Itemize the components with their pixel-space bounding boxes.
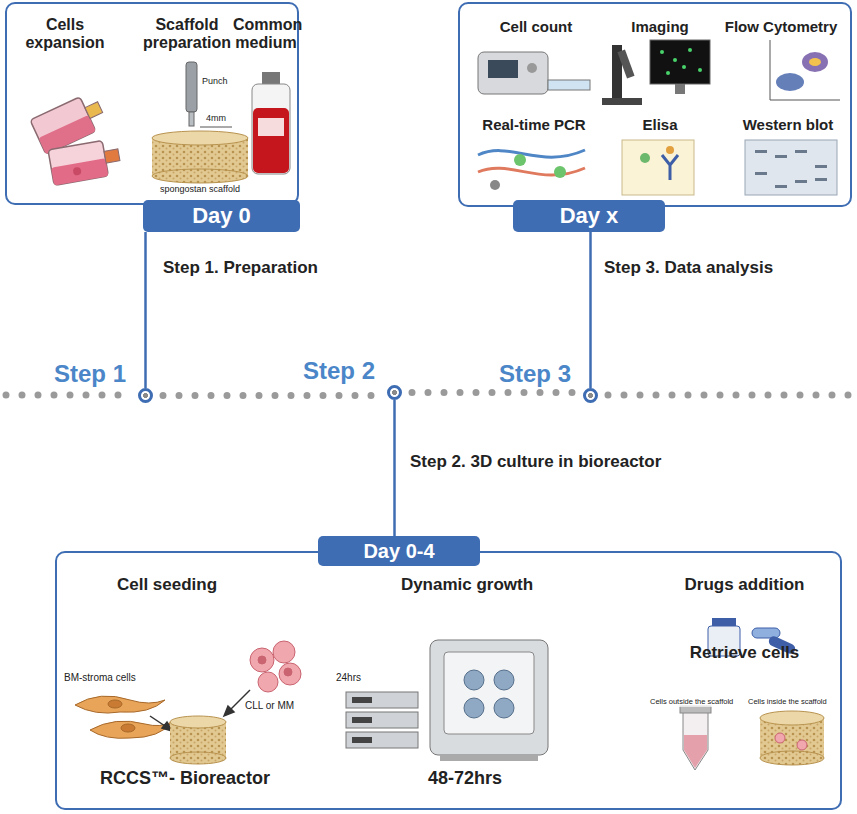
step-label: Step 3 xyxy=(499,360,571,388)
flow-plot-icon xyxy=(770,40,840,100)
step-marker: Step 1 xyxy=(138,388,153,403)
tube-icon xyxy=(680,706,711,770)
phase-panel: Cell count Imaging Flow CytometryReal-time… xyxy=(458,2,852,207)
section-heading: Cell seeding xyxy=(97,575,237,595)
western-blot-icon xyxy=(745,140,837,195)
section-heading: Common medium xyxy=(233,16,299,53)
cell-label: BM-stroma cells xyxy=(64,672,136,684)
duration-label: RCCS™- Bioreactor xyxy=(100,768,270,789)
section-heading: Cell count xyxy=(476,18,596,35)
punch-icon xyxy=(186,62,232,127)
duration-label: 48-72hrs xyxy=(428,768,502,789)
timeline-dots xyxy=(6,392,132,399)
part-label: Cells inside the scaffold xyxy=(748,698,827,707)
part-label: Cells outside the scaffold xyxy=(650,698,733,707)
step-label: Step 2 xyxy=(303,357,375,385)
pcr-icon xyxy=(478,150,585,190)
stroma-cells-icon xyxy=(75,696,172,738)
day-tab: Day 0-4 xyxy=(318,536,480,566)
scaffold-icon xyxy=(152,131,248,183)
step-label: Step 1 xyxy=(54,360,126,388)
cancer-cells-icon xyxy=(250,641,301,692)
step-caption: Step 2. 3D culture in bioreactor xyxy=(410,452,661,472)
day-label: Day x xyxy=(560,203,619,228)
timeline-dots xyxy=(412,389,577,396)
step-connector xyxy=(589,232,592,388)
day-label: Day 0-4 xyxy=(363,540,434,563)
cell-label: CLL or MM xyxy=(245,700,294,712)
section-heading: Dynamic growth xyxy=(382,575,552,595)
day-tab: Day 0 xyxy=(143,200,300,232)
retrieve-scaffold xyxy=(760,711,824,765)
day-label: Day 0 xyxy=(192,203,251,228)
section-heading: Retrieve cells xyxy=(662,643,827,663)
timeline-dots xyxy=(608,392,852,399)
bioreactor-controllers xyxy=(346,692,418,748)
section-heading: Elisa xyxy=(610,116,710,133)
incubator-icon xyxy=(430,640,548,761)
seeding-scaffold xyxy=(170,716,226,764)
phase-panel: Cells expansion Scaffold preparationCommo… xyxy=(5,2,299,205)
cell-counter-icon xyxy=(478,52,590,94)
day-tab: Day x xyxy=(513,200,665,232)
section-heading: Drugs addition xyxy=(662,575,827,595)
section-heading: Western blot xyxy=(728,116,848,133)
section-heading: Imaging xyxy=(610,18,710,35)
device-label: 24hrs xyxy=(336,672,361,684)
step-marker: Step 2 xyxy=(387,385,402,400)
step-caption: Step 1. Preparation xyxy=(163,258,318,278)
seeding-arrows xyxy=(150,690,250,731)
step-connector xyxy=(144,232,147,388)
timeline-dots xyxy=(163,392,381,399)
elisa-icon xyxy=(622,140,694,195)
part-label: Punch xyxy=(202,76,228,86)
microscope-icon xyxy=(602,40,710,105)
section-heading: Cells expansion xyxy=(15,16,115,53)
dimension-label: 4mm xyxy=(206,113,226,123)
step-connector xyxy=(393,400,396,536)
flasks-icon xyxy=(30,91,122,186)
section-heading: Flow Cytometry xyxy=(715,18,847,35)
section-heading: Scaffold preparation xyxy=(131,16,243,53)
part-label: spongostan scaffold xyxy=(145,184,255,194)
step-caption: Step 3. Data analysis xyxy=(604,258,773,278)
step-marker: Step 3 xyxy=(583,388,598,403)
medium-bottle xyxy=(252,72,290,174)
section-heading: Real-time PCR xyxy=(468,116,600,133)
